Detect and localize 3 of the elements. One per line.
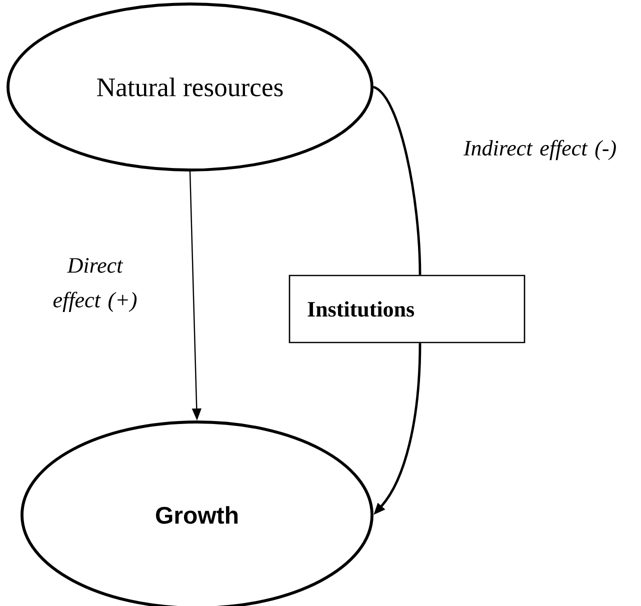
institution-box: Institutions (288, 274, 526, 344)
edge-label: Indirect effect (-) (463, 140, 616, 160)
edge-label: Direct effect (+) (53, 258, 137, 312)
